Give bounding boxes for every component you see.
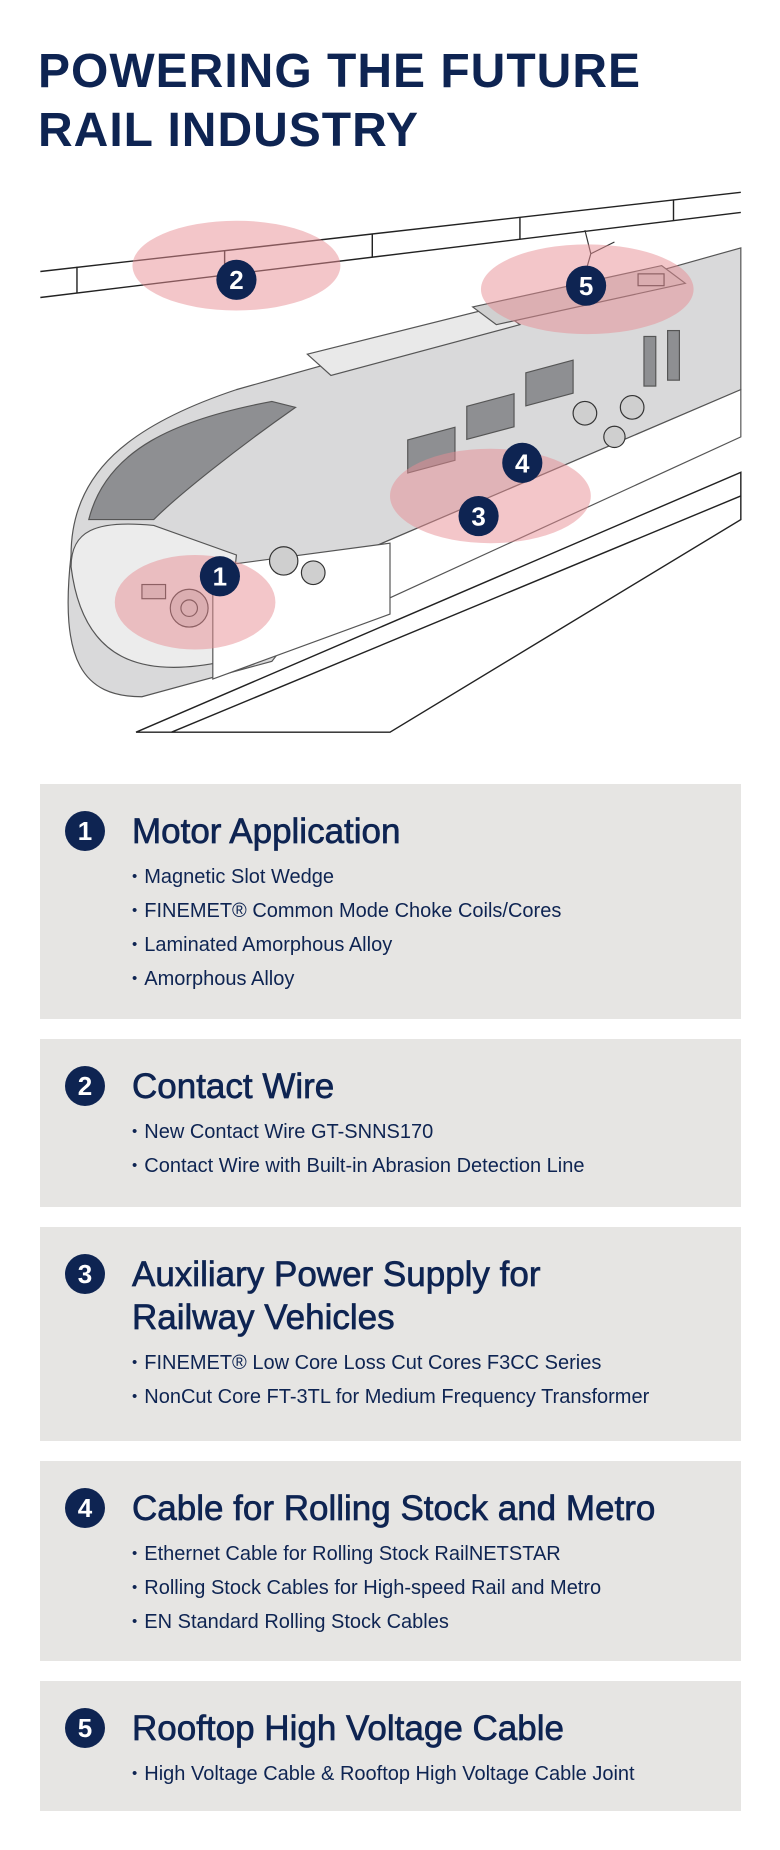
list-item: FINEMET® Common Mode Choke Coils/Cores (132, 895, 721, 929)
number-badge: 1 (65, 811, 105, 851)
section-auxiliary-power-supply: 3 Auxiliary Power Supply for Railway Veh… (40, 1227, 741, 1441)
number-badge: 5 (65, 1708, 105, 1748)
list-item: Amorphous Alloy (132, 963, 721, 997)
marker-4: 4 (502, 442, 543, 483)
section-heading: Motor Application (132, 812, 401, 852)
section-heading: Contact Wire (132, 1067, 335, 1107)
section-heading: Auxiliary Power Supply for Railway Vehic… (132, 1255, 541, 1338)
marker-3: 3 (458, 495, 499, 537)
number-badge: 4 (65, 1488, 105, 1528)
sections-list: 1 Motor Application Magnetic Slot Wedge … (40, 784, 741, 1831)
train-illustration: 1 2 3 4 5 (40, 191, 742, 733)
svg-text:4: 4 (515, 448, 530, 478)
list-item: Magnetic Slot Wedge (132, 861, 721, 895)
svg-text:5: 5 (579, 271, 593, 301)
svg-text:2: 2 (229, 265, 243, 295)
section-heading: Rooftop High Voltage Cable (132, 1709, 565, 1749)
track-platform (135, 471, 742, 733)
page-title: POWERING THE FUTURE RAIL INDUSTRY (38, 42, 641, 160)
list-item: Laminated Amorphous Alloy (132, 929, 721, 963)
list-item: EN Standard Rolling Stock Cables (132, 1606, 721, 1640)
list-item: FINEMET® Low Core Loss Cut Cores F3CC Se… (132, 1347, 721, 1381)
marker-2: 2 (216, 259, 257, 300)
svg-text:3: 3 (471, 501, 485, 531)
number-badge: 3 (65, 1254, 105, 1294)
title-line-1: POWERING THE FUTURE (38, 45, 641, 98)
marker-1: 1 (199, 556, 240, 597)
list-item: Contact Wire with Built-in Abrasion Dete… (132, 1150, 721, 1184)
list-item: Rolling Stock Cables for High-speed Rail… (132, 1572, 721, 1606)
list-item: Ethernet Cable for Rolling Stock RailNET… (132, 1538, 721, 1572)
list-item: High Voltage Cable & Rooftop High Voltag… (132, 1758, 721, 1792)
section-heading: Cable for Rolling Stock and Metro (132, 1489, 656, 1529)
section-rooftop-hv-cable: 5 Rooftop High Voltage Cable High Voltag… (40, 1681, 741, 1811)
section-contact-wire: 2 Contact Wire New Contact Wire GT-SNNS1… (40, 1039, 741, 1207)
section-cable-rolling-stock: 4 Cable for Rolling Stock and Metro Ethe… (40, 1461, 741, 1661)
section-motor-application: 1 Motor Application Magnetic Slot Wedge … (40, 784, 741, 1019)
title-line-2: RAIL INDUSTRY (38, 104, 420, 157)
number-badge: 2 (65, 1066, 105, 1106)
list-item: NonCut Core FT-3TL for Medium Frequency … (132, 1381, 721, 1415)
svg-text:1: 1 (213, 562, 227, 592)
list-item: New Contact Wire GT-SNNS170 (132, 1116, 721, 1150)
marker-5: 5 (566, 265, 607, 306)
